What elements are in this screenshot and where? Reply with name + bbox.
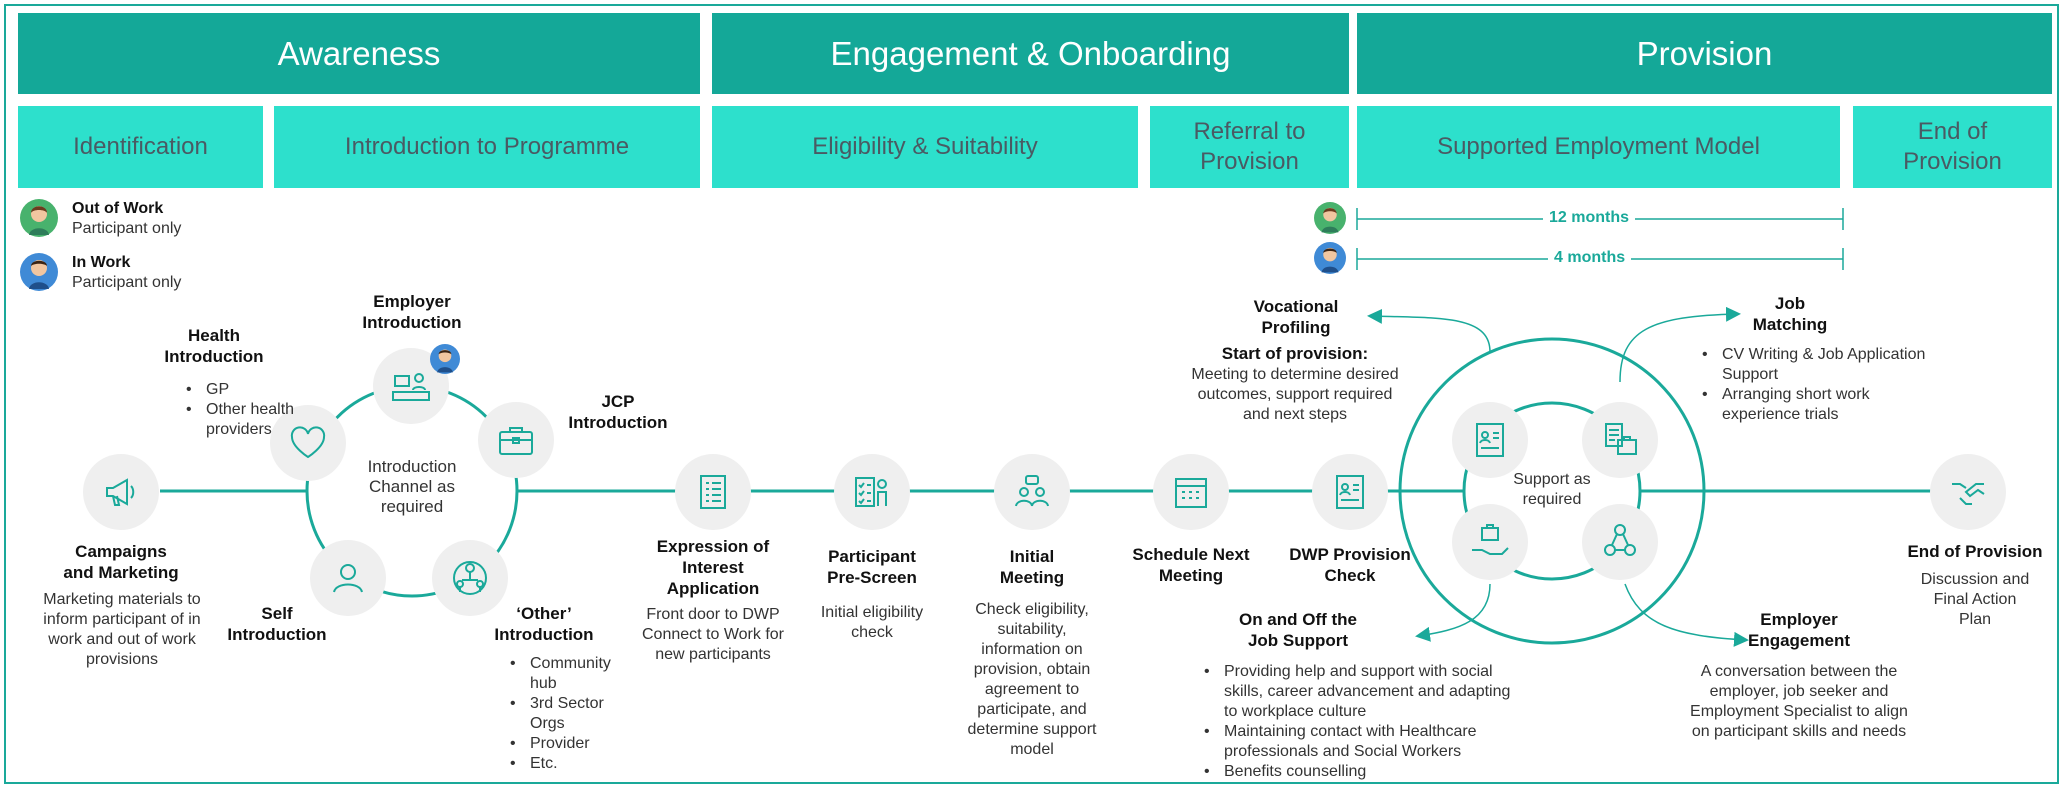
prescreen-title: Participant Pre-Screen [827, 547, 917, 587]
on-off-title: On and Off the Job Support [1238, 610, 1358, 650]
employer-engagement-desc: A conversation between the employer, job… [1690, 663, 1908, 740]
end-desc: Discussion and Final Action Plan [1920, 571, 2030, 628]
profile-card-icon [1452, 402, 1528, 478]
job-item-trials: Arranging short work experience trials [1702, 385, 1932, 425]
stage-supported-employment: Supported Employment Model [1357, 106, 1840, 188]
start-title: Start of provision: [1221, 344, 1369, 363]
legend-out-of-work-avatar-icon [20, 199, 58, 237]
duration-out-of-work: 12 months [1543, 209, 1636, 227]
application-form-icon [675, 454, 751, 530]
support-center: Support as required [1513, 471, 1591, 508]
employer-intro-title: Employer Introduction [362, 292, 462, 332]
support-network-icon [1582, 504, 1658, 580]
other-intro-title: ‘Other’ Introduction [494, 604, 594, 644]
eoi-desc: Front door to DWP Connect to Work for ne… [642, 606, 784, 663]
stage-referral: Referral to Provision [1150, 106, 1349, 188]
health-list: GP Other health providers [186, 380, 296, 440]
on-off-item-help: Providing help and support with social s… [1204, 662, 1514, 722]
start-desc: Meeting to determine desired outcomes, s… [1191, 366, 1399, 423]
in-work-avatar-icon [1314, 242, 1346, 274]
on-off-item-benefits: Benefits counselling [1204, 762, 1514, 782]
id-card-icon [1312, 454, 1388, 530]
group-network-icon [432, 540, 508, 616]
prescreen-desc: Initial eligibility check [820, 604, 924, 641]
self-intro-title: Self Introduction [227, 604, 327, 644]
dwp-title: DWP Provision Check [1289, 545, 1411, 585]
other-item-provider: Provider [510, 734, 640, 754]
person-icon [310, 540, 386, 616]
phase-awareness: Awareness [18, 13, 700, 94]
other-item-3rd-sector: 3rd Sector Orgs [510, 694, 640, 734]
legend-out-of-work-title: Out of Work [72, 200, 164, 217]
checklist-person-icon [834, 454, 910, 530]
employer-in-work-avatar-icon [430, 344, 460, 374]
legend-in-work-avatar-icon [20, 253, 58, 291]
job-matching-list: CV Writing & Job Application Support Arr… [1702, 345, 1932, 425]
other-intro-list: Community hub 3rd Sector Orgs Provider E… [510, 654, 640, 774]
other-item-etc: Etc. [510, 754, 640, 774]
employer-engagement-title: Employer Engagement [1747, 610, 1851, 650]
stage-eligibility: Eligibility & Suitability [712, 106, 1138, 188]
job-item-cv: CV Writing & Job Application Support [1702, 345, 1932, 385]
campaigns-desc: Marketing materials to inform participan… [43, 591, 201, 668]
hand-briefcase-icon [1452, 504, 1528, 580]
duration-in-work: 4 months [1548, 249, 1632, 267]
initial-title: Initial Meeting [999, 547, 1065, 587]
legend-in-work: In Work Participant only [72, 253, 181, 293]
health-item-gp: GP [186, 380, 296, 400]
intro-channel-center: Introduction Channel as required [367, 457, 457, 516]
legend-in-work-sub: Participant only [72, 274, 182, 291]
documents-briefcase-icon [1582, 402, 1658, 478]
campaigns-title: Campaigns and Marketing [63, 542, 179, 582]
other-item-community: Community hub [510, 654, 640, 694]
calendar-icon [1153, 454, 1229, 530]
out-of-work-avatar-icon [1314, 202, 1346, 234]
schedule-title: Schedule Next Meeting [1132, 545, 1250, 585]
phase-provision: Provision [1357, 13, 2052, 94]
on-off-item-contact: Maintaining contact with Healthcare prof… [1204, 722, 1514, 762]
phase-engagement: Engagement & Onboarding [712, 13, 1349, 94]
legend-in-work-title: In Work [72, 254, 131, 271]
initial-desc: Check eligibility, suitability, informat… [967, 601, 1097, 758]
on-off-list: Providing help and support with social s… [1204, 662, 1514, 782]
stage-end: End of Provision [1853, 106, 2052, 188]
stage-identification: Identification [18, 106, 263, 188]
vocational-title: Vocational Profiling [1253, 297, 1339, 337]
end-title: End of Provision [1907, 542, 2043, 561]
meeting-people-icon [994, 454, 1070, 530]
jcp-title: JCP Introduction [568, 392, 668, 432]
briefcase-icon [478, 402, 554, 478]
legend-out-of-work: Out of Work Participant only [72, 199, 181, 239]
health-item-other: Other health providers [186, 400, 296, 440]
stage-introduction: Introduction to Programme [274, 106, 700, 188]
job-matching-title: Job Matching [1752, 294, 1828, 334]
diagram-frame [4, 4, 2059, 784]
megaphone-icon [83, 454, 159, 530]
eoi-title: Expression of Interest Application [656, 537, 770, 598]
health-title: Health Introduction [164, 326, 264, 366]
handshake-icon [1930, 454, 2006, 530]
legend-out-of-work-sub: Participant only [72, 220, 182, 237]
